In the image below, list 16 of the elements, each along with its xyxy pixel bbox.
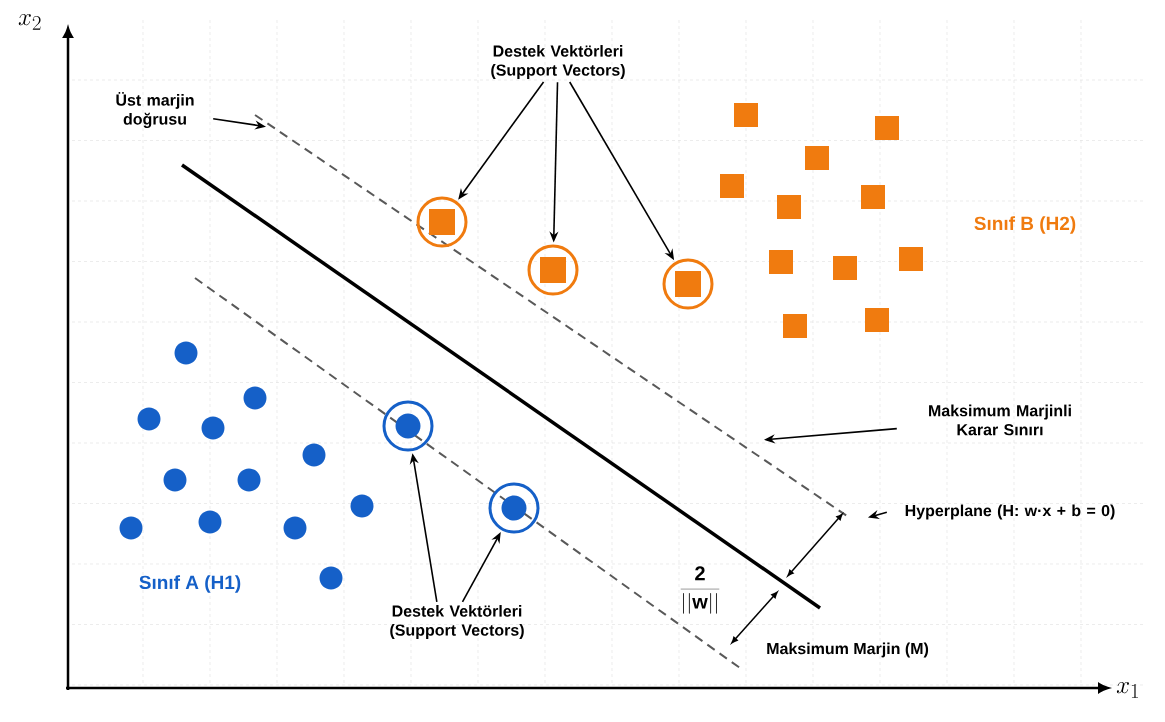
annotation-text: Üst marjin doğrusu [116, 91, 194, 128]
support-vector-marker [416, 196, 468, 248]
support-vector-marker [662, 258, 714, 310]
support-vector-marker [527, 244, 579, 296]
support-vector-marker [488, 482, 540, 534]
axis-label: $x_1$ [1116, 682, 1138, 698]
axis-label: $x_2$ [18, 14, 41, 30]
annotation-text: Destek Vektörleri (Support Vectors) [491, 45, 625, 79]
class-label: Sınıf B (H2) [974, 216, 1076, 234]
margin-label: Maksimum Marjin (M) [767, 642, 929, 658]
annotation-text: Hyperplane (H: w·x + b = 0) [905, 504, 1115, 520]
annotation-text: Destek Vektörleri (Support Vectors) [390, 605, 524, 639]
annotation-text: Maksimum Marjinli Karar Sınırı [929, 404, 1071, 436]
support-vector-marker [382, 400, 434, 452]
class-label: Sınıf A (H1) [139, 575, 241, 593]
margin-formula: $\frac{\mathsf{2}}{||\mathsf{w}||}$ [680, 566, 720, 614]
